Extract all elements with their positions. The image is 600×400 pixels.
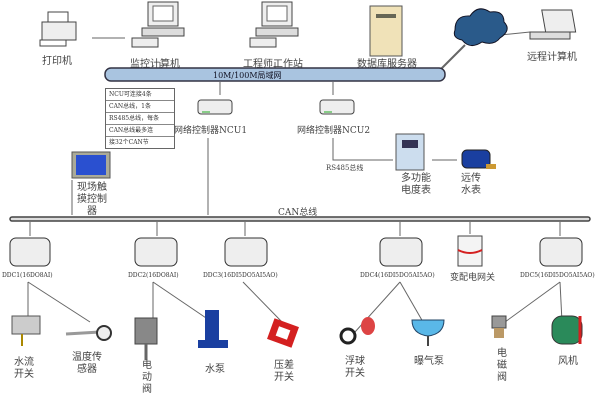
db-server-label: 数据库服务器 bbox=[357, 59, 417, 70]
power-meter-label: 多功能电度表 bbox=[401, 173, 431, 196]
cloud-link bbox=[439, 44, 466, 71]
ncu1-label: 网络控制器NCU1 bbox=[174, 126, 248, 136]
engineer-ws-icon bbox=[249, 1, 299, 48]
device-label-temp-sensor: 温度传感器 bbox=[72, 352, 102, 375]
ddc5-label: DDC5(16DI5DO5AI5AO) bbox=[520, 272, 595, 279]
aeration-pump-icon bbox=[411, 319, 445, 346]
printer-label: 打印机 bbox=[42, 56, 72, 67]
ddc1-icon bbox=[9, 237, 51, 267]
printer-icon bbox=[39, 11, 77, 47]
lan-bus-bar bbox=[104, 67, 446, 82]
note-line: NCU可连接4条 bbox=[106, 89, 174, 101]
remote-link bbox=[499, 31, 531, 36]
ddc5-icon bbox=[539, 237, 583, 267]
rs485-label: RS485总线 bbox=[326, 164, 364, 172]
device-label-aeration-pump: 曝气泵 bbox=[414, 356, 444, 367]
electric-valve-icon bbox=[134, 317, 158, 360]
float-switch-icon bbox=[339, 317, 375, 345]
ddc2-label: DDC2(16DO8AI) bbox=[128, 272, 179, 279]
ncu2-icon bbox=[319, 99, 355, 115]
note-line: CAN总线最多连 bbox=[106, 125, 174, 137]
touch-controller-label: 现场触摸控制器 bbox=[77, 182, 107, 217]
note-line: RS485总线，每条 bbox=[106, 113, 174, 125]
solenoid-valve-icon bbox=[491, 315, 507, 338]
device-label-float-switch: 浮球开关 bbox=[345, 356, 365, 379]
device-label-solenoid-valve: 电磁阀 bbox=[497, 348, 507, 383]
ddc2-icon bbox=[134, 237, 178, 267]
server-icon bbox=[369, 5, 403, 57]
ddc4-icon bbox=[379, 237, 423, 267]
flow-switch-icon bbox=[11, 315, 41, 346]
ddc4-label: DDC4(16DI5DO5AI5AO) bbox=[360, 272, 435, 279]
ddc3-label: DDC3(16DI5DO5AI5AO) bbox=[203, 272, 278, 279]
gateway-icon bbox=[457, 235, 483, 267]
can-bus-bar bbox=[9, 216, 591, 222]
water-meter-label: 远传水表 bbox=[461, 173, 481, 196]
lan-label: 10M/100M局域网 bbox=[213, 71, 282, 80]
cloud-icon bbox=[453, 8, 508, 46]
water-meter-icon bbox=[461, 149, 496, 169]
device-label-electric-valve: 电动阀 bbox=[142, 360, 152, 395]
touch-controller-icon bbox=[71, 151, 111, 179]
ddc3-icon bbox=[224, 237, 268, 267]
temp-sensor-icon bbox=[65, 325, 112, 341]
diff-pressure-switch-icon bbox=[267, 318, 299, 348]
ncu1-icon bbox=[197, 99, 233, 115]
monitor-pc-label: 监控计算机 bbox=[130, 59, 180, 70]
note-line: CAN总线，1条 bbox=[106, 101, 174, 113]
device-label-water-pump: 水泵 bbox=[205, 364, 225, 375]
monitor-pc-icon bbox=[131, 1, 185, 48]
rs485-line bbox=[332, 138, 393, 161]
water-pump-icon bbox=[198, 310, 228, 348]
device-label-diff-pressure-switch: 压差开关 bbox=[274, 360, 294, 383]
note-line: 接32个CAN节 bbox=[109, 139, 149, 146]
can-label: CAN总线 bbox=[278, 208, 318, 218]
gateway-label: 变配电网关 bbox=[450, 273, 496, 283]
ncu2-label: 网络控制器NCU2 bbox=[297, 126, 371, 136]
device-label-flow-switch: 水流开关 bbox=[14, 357, 34, 380]
engineer-ws-label: 工程师工作站 bbox=[243, 59, 303, 70]
notes-box: NCU可连接4条 CAN总线，1条 RS485总线，每条 CAN总线最多连 接3… bbox=[105, 88, 175, 149]
remote-pc-label: 远程计算机 bbox=[527, 52, 577, 63]
power-meter-icon bbox=[395, 133, 425, 171]
device-label-fan: 风机 bbox=[558, 356, 578, 367]
ddc1-label: DDC1(16DO8AI) bbox=[2, 272, 53, 279]
fan-icon bbox=[551, 315, 583, 345]
laptop-icon bbox=[529, 9, 577, 40]
